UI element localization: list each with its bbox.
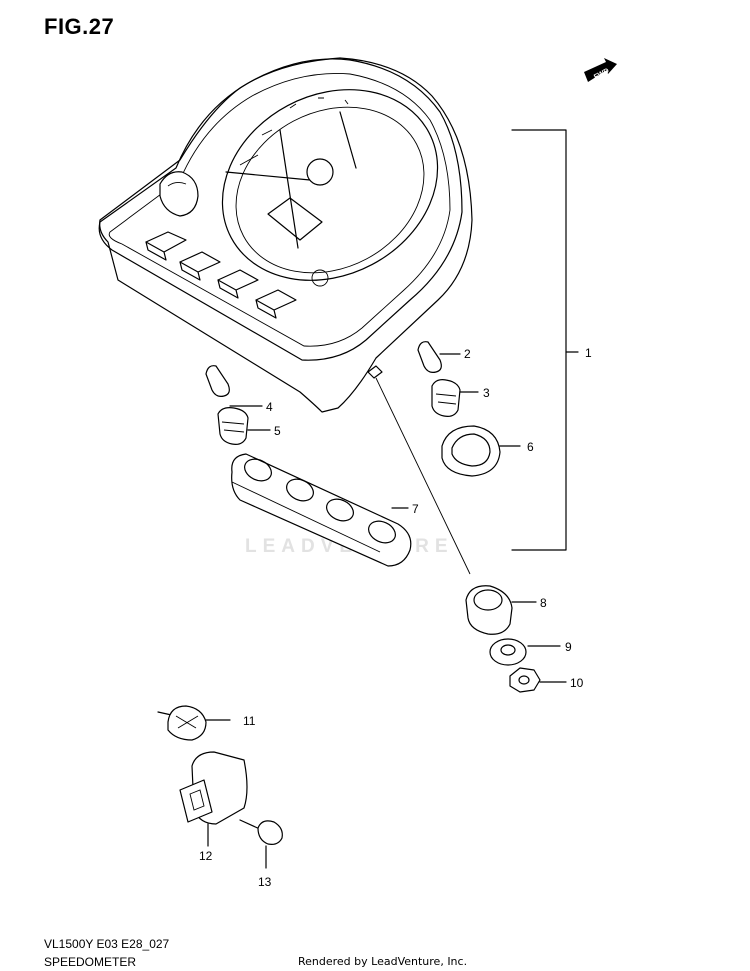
sensor-bolt-part-11-drawing <box>157 705 231 741</box>
callout-10: 10 <box>570 676 584 690</box>
callout-5: 5 <box>274 424 281 438</box>
callout-4: 4 <box>266 400 273 414</box>
callout-12: 12 <box>199 849 213 863</box>
model-code: VL1500Y E03 E28_027 <box>44 937 170 951</box>
callout-8: 8 <box>540 596 547 610</box>
bolt-part-13-drawing <box>239 819 283 869</box>
cushion-plate-part-7-drawing <box>231 453 412 567</box>
bulb-part-4-drawing <box>205 365 263 407</box>
speed-sensor-part-12-drawing <box>179 751 248 847</box>
fwd-arrow-icon: FWD <box>584 58 617 82</box>
callout-11: 11 <box>243 714 256 728</box>
stud-leader-line <box>375 377 471 575</box>
bulb-part-2-drawing <box>417 341 461 373</box>
washer-part-9-drawing <box>489 638 561 666</box>
socket-part-3-drawing <box>431 379 479 417</box>
section-name: SPEEDOMETER <box>44 955 137 969</box>
socket-part-5-drawing <box>217 407 271 445</box>
rubber-part-8-drawing <box>465 585 537 635</box>
speedometer-assembly-drawing <box>98 57 473 413</box>
grommet-part-6-drawing <box>441 425 521 477</box>
callout-1: 1 <box>585 346 592 360</box>
callout-3: 3 <box>483 386 490 400</box>
figure-title: FIG.27 <box>44 14 115 39</box>
assembly-bracket-line <box>511 129 567 551</box>
callout-13: 13 <box>258 875 272 889</box>
callout-9: 9 <box>565 640 572 654</box>
nut-part-10-drawing <box>509 667 567 693</box>
callout-2: 2 <box>464 347 471 361</box>
callout-6: 6 <box>527 440 534 454</box>
rendered-by-credit: Rendered by LeadVenture, Inc. <box>298 955 468 968</box>
callout-7: 7 <box>412 502 419 516</box>
